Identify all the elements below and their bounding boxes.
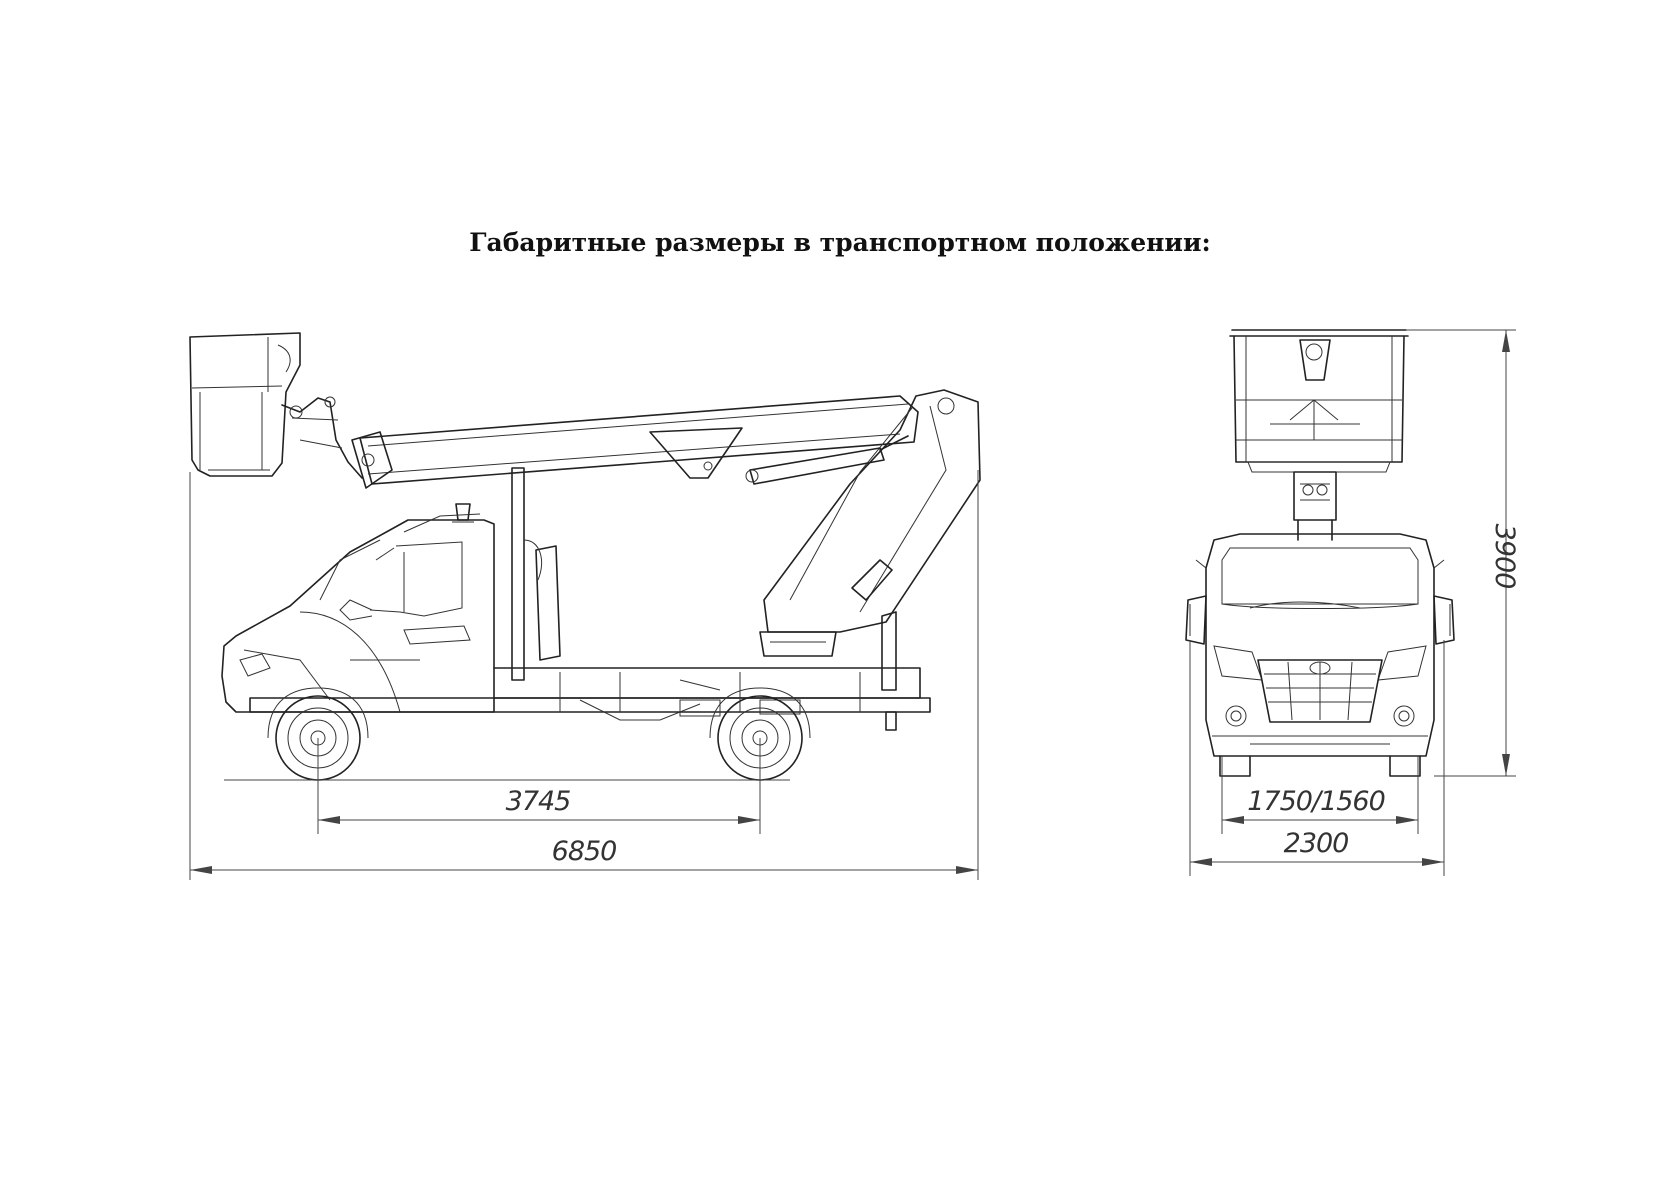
side-basket (189, 332, 363, 479)
overall-height-dimension: 3900 (1489, 524, 1520, 589)
side-chassis (249, 667, 931, 731)
page-title: Габаритные размеры в транспортном положе… (469, 228, 1211, 257)
front-basket (1229, 329, 1409, 473)
side-lower-boom (745, 389, 981, 691)
overall-width-dimension: 2300 (1284, 828, 1349, 859)
front-column (1293, 471, 1337, 541)
side-dimensions (189, 470, 979, 880)
wheelbase-dimension: 3745 (506, 786, 571, 817)
side-cab (221, 503, 495, 713)
overall-length-dimension: 6850 (552, 836, 617, 867)
front-cab (1185, 533, 1455, 777)
side-view-truck (189, 332, 981, 781)
side-rear-wheel (709, 687, 811, 781)
front-dimensions (1189, 329, 1516, 876)
track-dimension: 1750/1560 (1247, 786, 1385, 817)
side-mast (511, 467, 561, 681)
front-view-truck (1185, 329, 1455, 777)
side-boom (351, 395, 919, 489)
